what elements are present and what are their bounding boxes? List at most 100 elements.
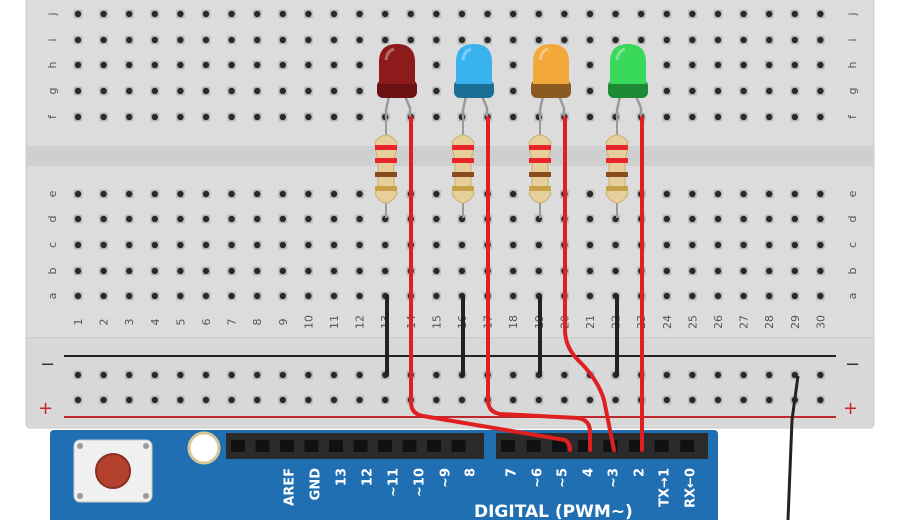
breadboard-hole[interactable] [202, 61, 210, 69]
breadboard-hole[interactable] [254, 190, 261, 198]
breadboard-hole[interactable] [177, 87, 184, 95]
breadboard-hole[interactable] [791, 36, 798, 44]
breadboard-hole[interactable] [740, 87, 747, 95]
breadboard-hole[interactable] [510, 61, 517, 69]
breadboard-hole[interactable] [535, 10, 542, 18]
breadboard-hole[interactable] [74, 241, 82, 249]
breadboard-hole[interactable] [74, 190, 82, 198]
breadboard-hole[interactable] [279, 396, 286, 404]
header-pin[interactable] [552, 440, 567, 452]
red-wire[interactable] [563, 116, 616, 452]
breadboard-hole[interactable] [151, 267, 158, 275]
breadboard-hole[interactable] [279, 215, 286, 223]
breadboard-hole[interactable] [510, 10, 517, 18]
breadboard-hole[interactable] [100, 215, 107, 223]
breadboard-hole[interactable] [740, 215, 747, 223]
breadboard-hole[interactable] [202, 190, 210, 198]
breadboard-hole[interactable] [510, 190, 517, 198]
breadboard-hole[interactable] [689, 371, 696, 379]
breadboard-hole[interactable] [100, 371, 107, 379]
breadboard-hole[interactable] [305, 267, 312, 275]
breadboard-hole[interactable] [151, 371, 158, 379]
breadboard-hole[interactable] [254, 215, 261, 223]
breadboard-hole[interactable] [202, 241, 210, 249]
header-pin[interactable] [427, 440, 441, 452]
breadboard-hole[interactable] [766, 87, 773, 95]
breadboard-hole[interactable] [279, 10, 286, 18]
breadboard-hole[interactable] [356, 87, 363, 95]
breadboard-hole[interactable] [586, 36, 594, 44]
header-pin[interactable] [501, 440, 515, 452]
breadboard-hole[interactable] [100, 241, 107, 249]
breadboard-hole[interactable] [305, 36, 312, 44]
breadboard-hole[interactable] [458, 10, 466, 18]
breadboard-hole[interactable] [689, 36, 696, 44]
breadboard-hole[interactable] [433, 61, 440, 69]
breadboard-hole[interactable] [561, 10, 568, 18]
breadboard-hole[interactable] [586, 292, 594, 300]
breadboard-hole[interactable] [202, 215, 210, 223]
breadboard-hole[interactable] [151, 87, 158, 95]
breadboard-hole[interactable] [228, 36, 235, 44]
breadboard-hole[interactable] [510, 396, 517, 404]
breadboard-hole[interactable] [433, 396, 440, 404]
breadboard-hole[interactable] [663, 36, 670, 44]
breadboard-hole[interactable] [305, 215, 312, 223]
breadboard-hole[interactable] [663, 267, 670, 275]
breadboard-hole[interactable] [177, 10, 184, 18]
breadboard-hole[interactable] [433, 292, 440, 300]
breadboard-hole[interactable] [74, 292, 82, 300]
breadboard-hole[interactable] [74, 61, 82, 69]
ground-wire[interactable] [786, 375, 800, 520]
resistors[interactable] [374, 116, 629, 218]
breadboard-hole[interactable] [126, 36, 133, 44]
breadboard-hole[interactable] [817, 241, 824, 249]
breadboard-hole[interactable] [740, 113, 747, 121]
breadboard-hole[interactable] [330, 10, 338, 18]
breadboard-hole[interactable] [330, 87, 338, 95]
breadboard-hole[interactable] [126, 10, 133, 18]
breadboard-hole[interactable] [433, 113, 440, 121]
breadboard-hole[interactable] [254, 87, 261, 95]
breadboard-hole[interactable] [586, 241, 594, 249]
breadboard-hole[interactable] [228, 396, 235, 404]
breadboard-hole[interactable] [279, 267, 286, 275]
breadboard-hole[interactable] [126, 241, 133, 249]
breadboard-hole[interactable] [305, 241, 312, 249]
breadboard-hole[interactable] [356, 241, 363, 249]
breadboard-hole[interactable] [228, 113, 235, 121]
breadboard-hole[interactable] [254, 113, 261, 121]
breadboard-hole[interactable] [126, 61, 133, 69]
breadboard-hole[interactable] [740, 61, 747, 69]
breadboard-hole[interactable] [330, 371, 338, 379]
breadboard-hole[interactable] [228, 87, 235, 95]
breadboard-hole[interactable] [126, 396, 133, 404]
breadboard-hole[interactable] [177, 267, 184, 275]
breadboard-hole[interactable] [151, 36, 158, 44]
breadboard-hole[interactable] [638, 10, 645, 18]
breadboard-hole[interactable] [535, 215, 542, 223]
header-pin[interactable] [304, 440, 319, 452]
orange-led[interactable] [531, 44, 571, 117]
breadboard-hole[interactable] [228, 190, 235, 198]
breadboard-hole[interactable] [228, 10, 235, 18]
red-wires[interactable] [409, 116, 644, 452]
breadboard-hole[interactable] [74, 113, 82, 121]
breadboard-hole[interactable] [766, 61, 773, 69]
breadboard-hole[interactable] [254, 241, 261, 249]
breadboard-hole[interactable] [100, 61, 107, 69]
reset-button[interactable] [95, 453, 131, 489]
breadboard-hole[interactable] [202, 371, 210, 379]
breadboard-hole[interactable] [510, 267, 517, 275]
breadboard-hole[interactable] [740, 396, 747, 404]
breadboard-hole[interactable] [177, 113, 184, 121]
breadboard-hole[interactable] [663, 396, 670, 404]
breadboard-hole[interactable] [228, 241, 235, 249]
breadboard-hole[interactable] [433, 371, 440, 379]
breadboard-hole[interactable] [714, 371, 722, 379]
breadboard-hole[interactable] [177, 396, 184, 404]
breadboard-hole[interactable] [433, 215, 440, 223]
breadboard-hole[interactable] [714, 292, 722, 300]
breadboard-hole[interactable] [330, 292, 338, 300]
breadboard-hole[interactable] [817, 292, 824, 300]
